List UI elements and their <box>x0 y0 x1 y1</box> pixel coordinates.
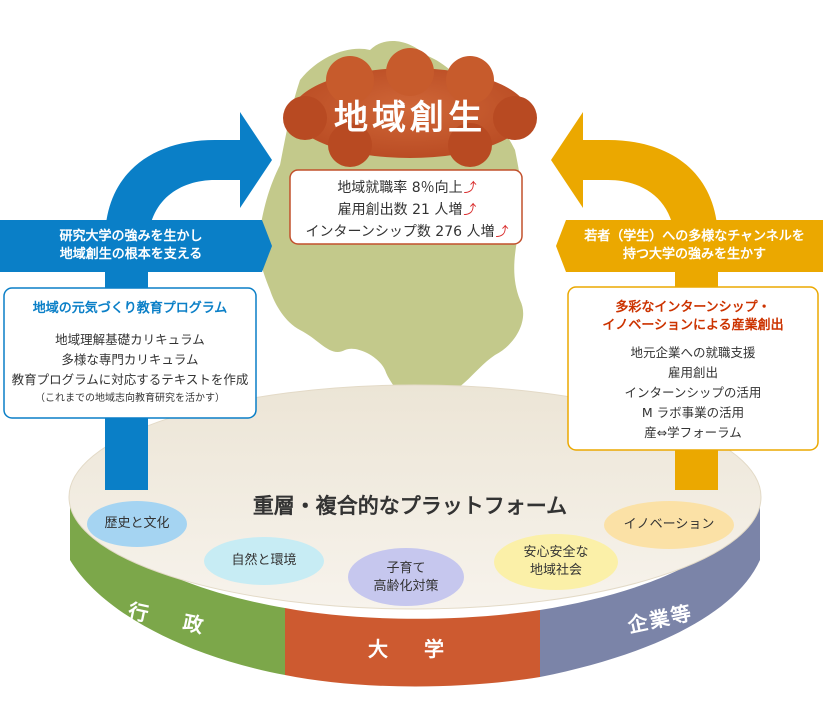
target-item: 雇用創出数 21 人増⤴ <box>292 199 522 219</box>
bubble-label: 自然と環境 <box>231 553 297 568</box>
up-arrow-icon: ⤴ <box>495 225 509 240</box>
right-box-title-line: イノベーションによる産業創出 <box>602 318 784 333</box>
left-item: 教育プログラムに対応するテキストを作成 <box>11 372 249 387</box>
title-cloud <box>283 48 537 167</box>
right-header-bar <box>566 220 823 272</box>
bubble-label: 地域社会 <box>529 563 582 578</box>
side-label-univ: 大 学 <box>368 637 452 661</box>
right-header-line: 持つ大学の強みを生かす <box>622 247 766 262</box>
bubble-innovation <box>604 501 734 549</box>
bubble-safety <box>494 534 618 590</box>
left-note: （これまでの地域志向教育研究を活かす） <box>35 393 225 404</box>
right-header-line: 若者（学生）への多様なチャンネルを <box>584 229 805 244</box>
bubble-label: 高齢化対策 <box>373 579 439 594</box>
bubble-label: イノベーション <box>623 517 715 532</box>
target-box <box>289 169 523 245</box>
left-box <box>3 287 257 419</box>
bubble-label: 安心安全な <box>523 545 589 560</box>
left-header-line: 地域創生の根本を支える <box>59 247 203 262</box>
bubble-history <box>87 501 187 547</box>
bubble-nature <box>204 537 324 585</box>
left-box-title: 地域の元気づくり教育プログラム <box>32 301 228 316</box>
platform-side-gov <box>70 497 285 675</box>
target-item-text: 地域就職率 8％向上 <box>337 180 463 196</box>
right-box <box>567 286 819 451</box>
right-item: インターンシップの活用 <box>624 385 762 400</box>
right-header-notch <box>556 220 566 272</box>
target-item: インターンシップ数 276 人増⤴ <box>292 221 522 241</box>
target-item-text: 雇用創出数 21 人増 <box>337 202 463 218</box>
left-item: 多様な専門カリキュラム <box>61 352 199 367</box>
up-arrow-icon: ⤴ <box>463 203 477 218</box>
right-box-title-line: 多彩なインターンシップ・ <box>615 300 771 315</box>
platform-side-univ <box>285 608 540 687</box>
up-arrow-icon: ⤴ <box>463 181 477 196</box>
title: 地域創生 <box>334 98 486 138</box>
left-header-line: 研究大学の強みを生かし <box>59 229 203 244</box>
bubble-childcare <box>348 548 464 606</box>
right-item: 産⇔学フォーラム <box>644 425 742 440</box>
target-item-text: インターンシップ数 276 人増 <box>305 224 495 240</box>
right-item: 雇用創出 <box>667 365 718 380</box>
bubble-label: 歴史と文化 <box>104 516 170 531</box>
left-header-notch <box>262 220 272 272</box>
right-item: M ラボ事業の活用 <box>641 405 745 420</box>
bubble-label: 子育て <box>386 561 426 576</box>
left-header-bar <box>0 220 262 272</box>
platform-title: 重層・複合的なプラットフォーム <box>252 493 568 518</box>
platform-side-biz <box>540 497 760 677</box>
right-item: 地元企業への就職支援 <box>630 345 756 360</box>
target-item: 地域就職率 8％向上⤴ <box>292 177 522 197</box>
left-item: 地域理解基礎カリキュラム <box>55 332 205 347</box>
